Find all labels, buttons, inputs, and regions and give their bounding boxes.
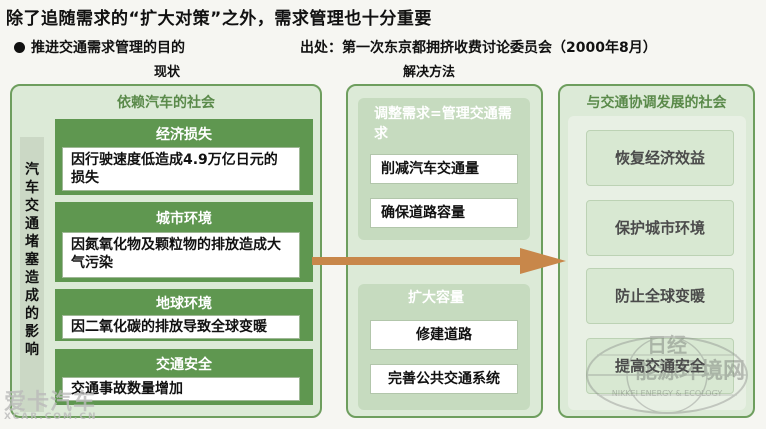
left-panel-title: 依赖汽车的社会 [117,95,215,111]
outcome-item: 提高交通安全 [586,338,734,394]
page-title: 除了追随需求的“扩大对策”之外，需求管理也十分重要 [6,9,432,29]
group-title: 调整需求=管理交通需求 [374,106,512,142]
svg-text:能源环境网: 能源环境网 [635,358,745,384]
purpose-text: 推进交通需求管理的目的 [31,40,185,56]
group-title: 扩大容量 [408,290,464,306]
category-text: 因氮氧化物及颗粒物的排放造成大气污染 [62,232,300,278]
outcome-item: 防止全球变暖 [586,268,734,324]
bullet-dot [14,42,25,53]
solution-item: 确保道路容量 [370,198,518,228]
watermark-logo-right: 日经 能源环境网 NIKKEI ENERGY & ECOLOGY [582,330,752,420]
capacity-expansion-group: 扩大容量 修建道路 完善公共交通系统 [358,284,530,410]
category-title: 交通安全 [156,357,212,373]
column-head-solution: 解决方法 [403,65,456,80]
right-panel: 与交通协调发展的社会 恢复经济效益 保护城市环境 防止全球变暖 提高交通安全 [558,84,755,418]
category-text: 因行驶速度低造成4.9万亿日元的损失 [62,147,300,191]
category-global: 地球环境 因二氧化碳的排放导致全球变暖 [55,289,313,341]
category-text: 交通事故数量增加 [62,377,300,401]
column-head-current: 现状 [154,65,181,80]
category-title: 地球环境 [156,296,212,312]
category-urban: 城市环境 因氮氧化物及颗粒物的排放造成大气污染 [55,202,313,282]
outcome-item: 恢复经济效益 [586,130,734,186]
category-text: 因二氧化碳的排放导致全球变暖 [62,315,300,339]
category-safety: 交通安全 交通事故数量增加 [55,349,313,405]
solution-item: 修建道路 [370,320,518,350]
svg-text:日经: 日经 [647,333,687,357]
solution-item: 完善公共交通系统 [370,364,518,394]
category-title: 经济损失 [156,127,212,143]
demand-management-group: 调整需求=管理交通需求 削减汽车交通量 确保道路容量 [358,98,530,240]
source-label: 出处：第一次东京都拥挤收费讨论委员会（2000年8月） [300,40,657,56]
solution-item: 削减汽车交通量 [370,154,518,184]
flow-arrow [312,248,566,274]
watermark-logo-left: 爱卡汽车 XCAR.COM.CN [4,390,98,422]
category-title: 城市环境 [156,211,212,227]
category-economic: 经济损失 因行驶速度低造成4.9万亿日元的损失 [55,119,313,195]
impact-vertical-label: 汽车交通堵塞造成的影响 [20,137,44,412]
right-inner-panel: 恢复经济效益 保护城市环境 防止全球变暖 提高交通安全 [568,116,746,410]
right-panel-title: 与交通协调发展的社会 [586,95,727,111]
arrow-shaft [312,257,524,265]
outcome-item: 保护城市环境 [586,200,734,256]
arrow-head [520,248,566,274]
svg-text:NIKKEI ENERGY & ECOLOGY: NIKKEI ENERGY & ECOLOGY [612,389,723,398]
purpose-label: 推进交通需求管理的目的 [14,37,185,57]
